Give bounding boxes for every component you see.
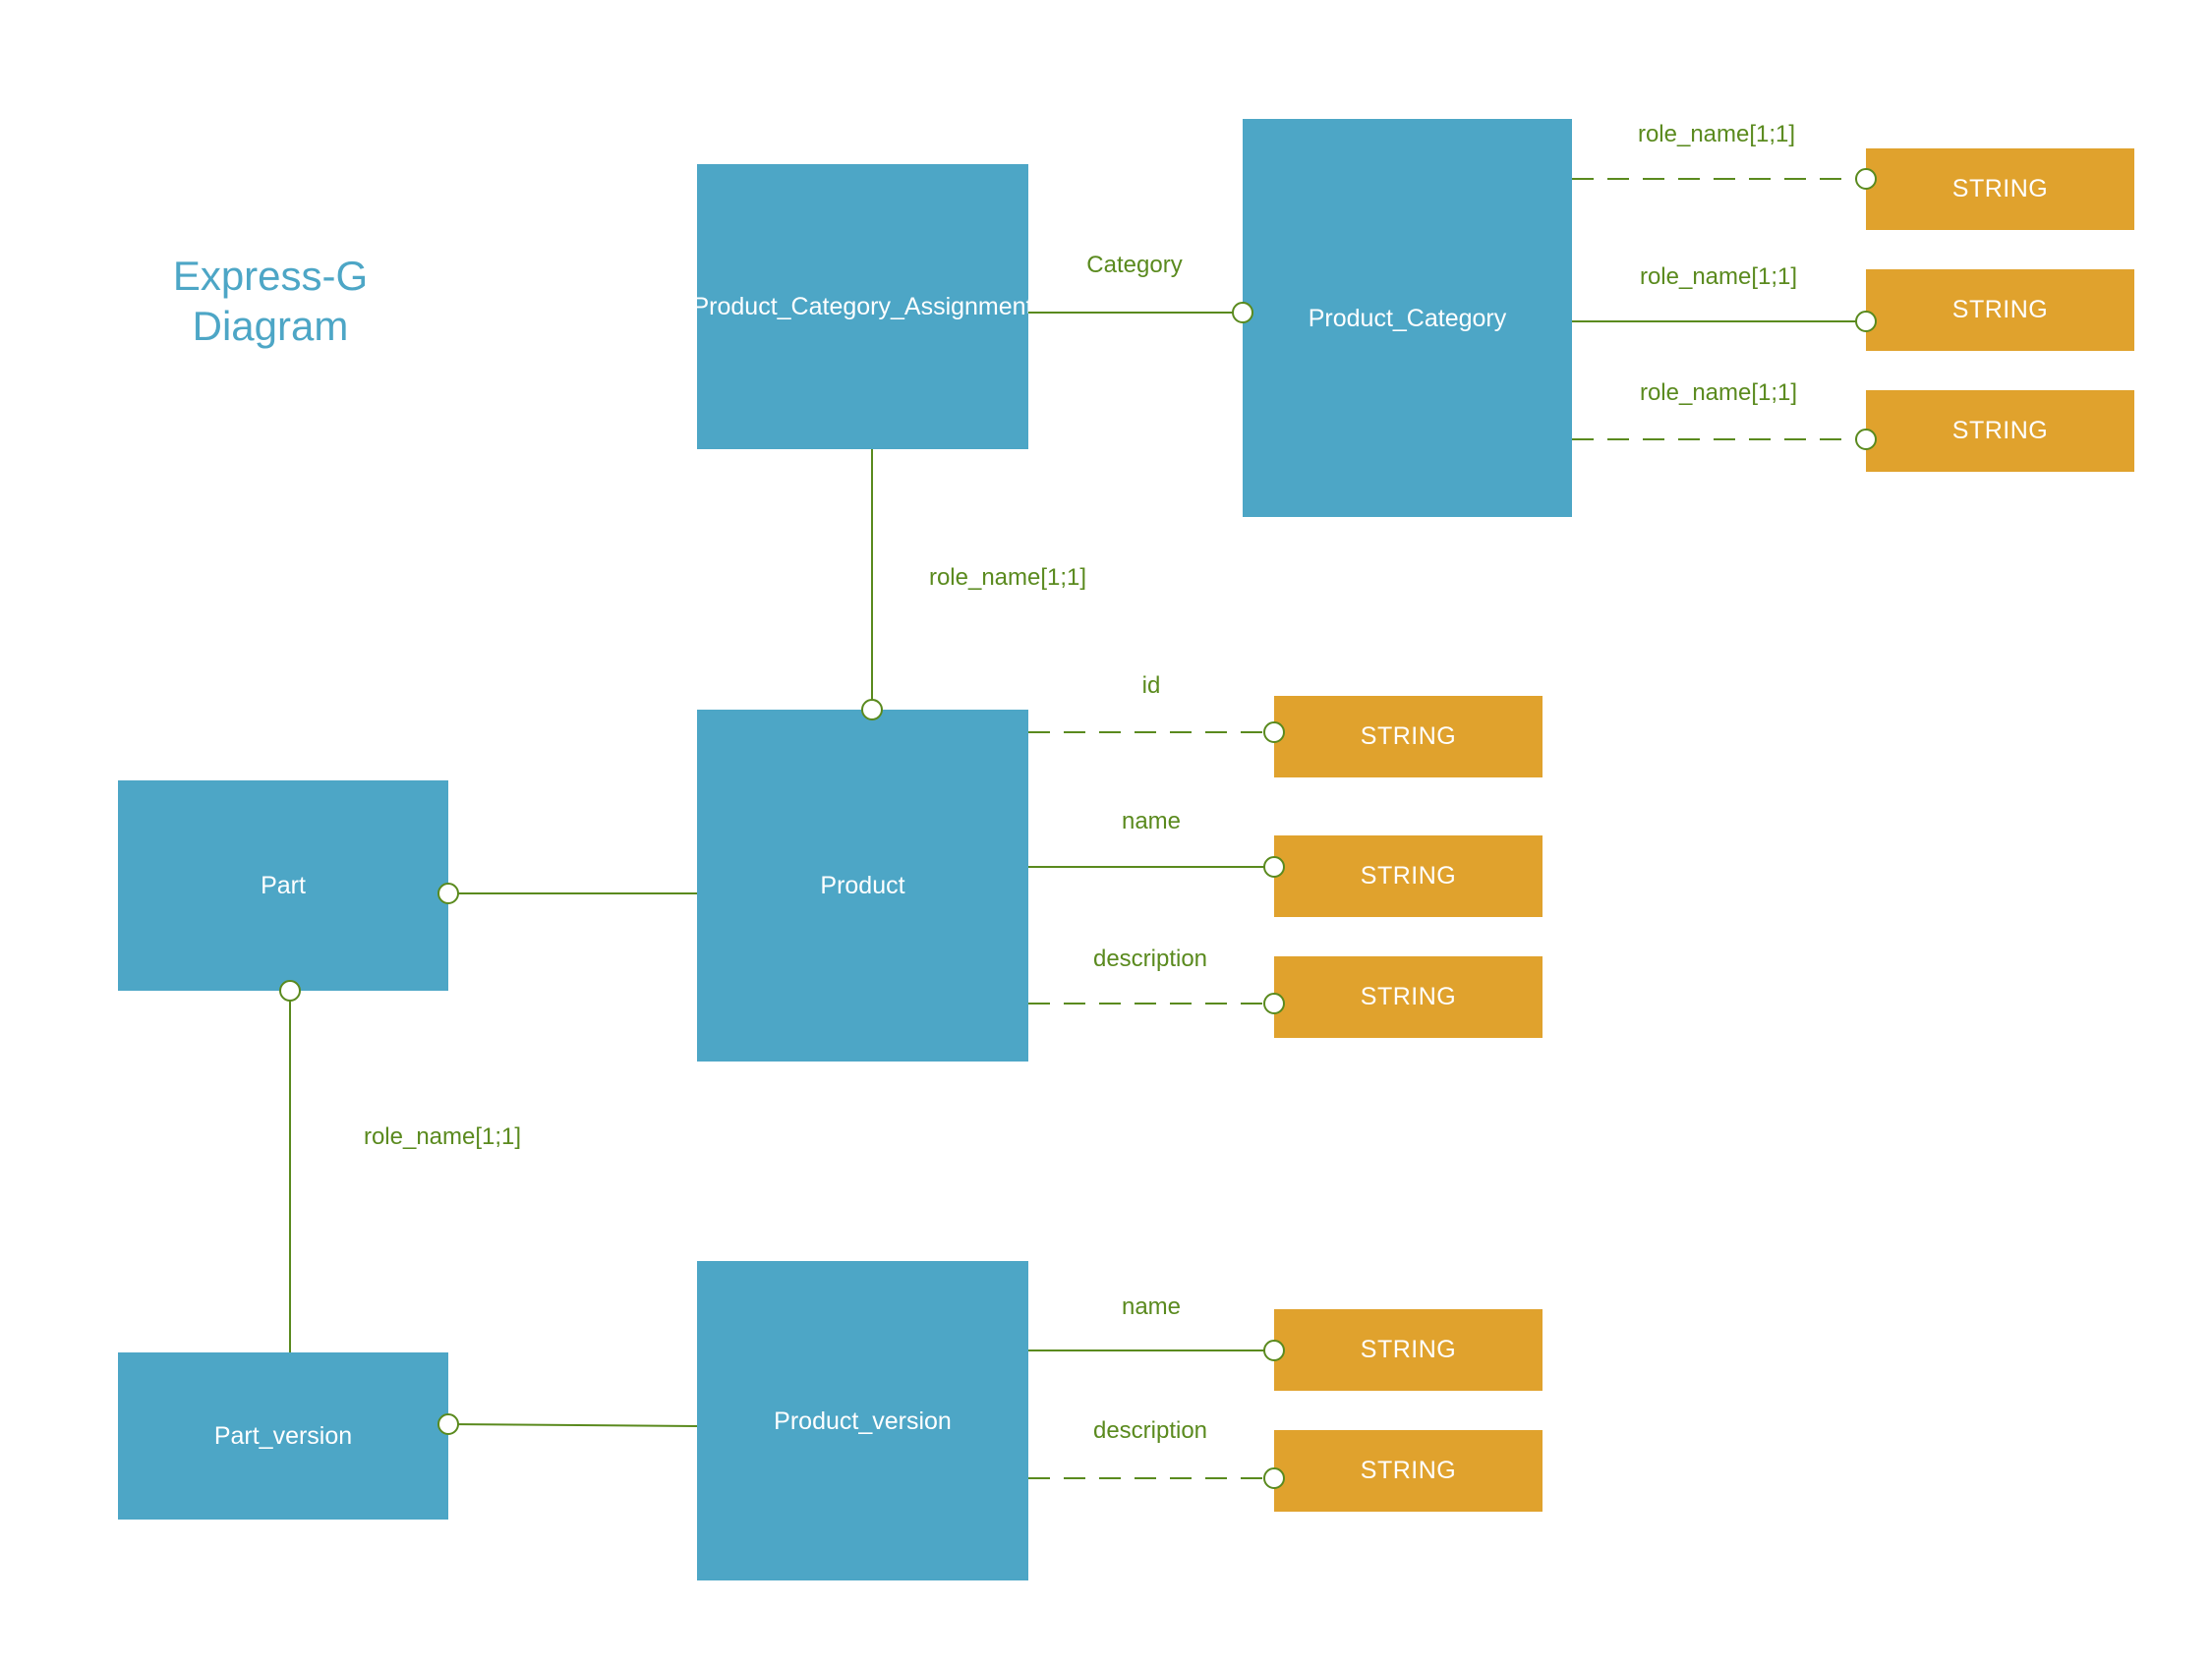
label-pc-role-3: role_name[1;1]	[1639, 379, 1798, 406]
relationship-lines	[279, 168, 1877, 1489]
label-product-version-description: description	[1092, 1417, 1208, 1444]
diagram-title: Express-G Diagram	[172, 253, 369, 349]
type-string-product-name[interactable]: STRING	[1274, 835, 1543, 917]
edge-productversion-partversion	[447, 1423, 698, 1427]
label-category: Category	[1086, 252, 1183, 278]
entity-product-version[interactable]: Product_version	[697, 1261, 1028, 1580]
type-string-product-description[interactable]: STRING	[1274, 956, 1543, 1038]
label-pc-role-2: role_name[1;1]	[1639, 263, 1798, 290]
label-product-version-name: name	[1121, 1293, 1182, 1320]
type-string-pc-1[interactable]: STRING	[1866, 148, 2134, 230]
label-part-role: role_name[1;1]	[363, 1123, 522, 1150]
entity-part-version[interactable]: Part_version	[118, 1352, 448, 1520]
label-product-id: id	[1141, 672, 1161, 699]
type-string-product-version-name[interactable]: STRING	[1274, 1309, 1543, 1391]
type-string-pc-3[interactable]: STRING	[1866, 390, 2134, 472]
entity-product-category-assignment[interactable]: Product_Category_Assignment	[692, 164, 1033, 449]
entity-product[interactable]: Product	[697, 710, 1028, 1062]
entity-part[interactable]: Part	[118, 780, 448, 991]
label-pc-role-1: role_name[1;1]	[1637, 121, 1796, 147]
type-string-product-version-description[interactable]: STRING	[1274, 1430, 1543, 1512]
type-string-product-id[interactable]: STRING	[1274, 696, 1543, 777]
label-product-description: description	[1092, 946, 1208, 972]
type-string-pc-2[interactable]: STRING	[1866, 269, 2134, 351]
entity-product-category[interactable]: Product_Category	[1243, 119, 1572, 517]
label-pca-product-role: role_name[1;1]	[928, 564, 1087, 591]
label-product-name: name	[1121, 808, 1182, 834]
